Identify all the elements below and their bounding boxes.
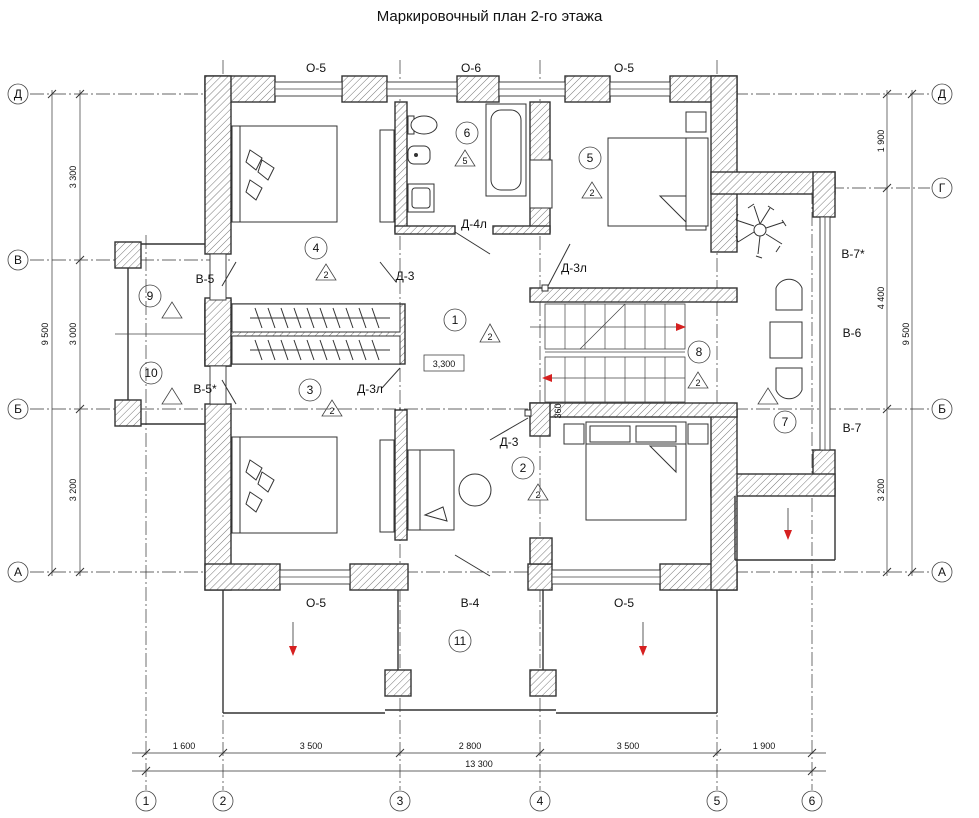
axis-label-b-right: Б [938,402,946,416]
window-label-o5-1: О-5 [306,61,326,75]
dim-bottom-total: 13 300 [465,759,493,769]
level-mark: 3,300 360 [423,354,563,419]
wardrobe [231,303,401,365]
axis-label-v-left: В [14,253,22,267]
door-labels: Д-3 Д-3л Д-4л Д-3л Д-3 [357,217,587,449]
dimensions-right: 1 900 4 400 3 200 9 500 [876,89,917,577]
window-label-o5-2: О-5 [614,61,634,75]
window-label-b7-star: В-7* [841,247,865,261]
room-number-9: 9 [147,289,154,303]
room-markers: 1 2 3 4 5 6 7 8 9 10 11 [138,121,797,653]
dim-right-total: 9 500 [901,323,911,346]
dimensions-bottom: 1 600 3 500 2 800 3 500 1 900 13 300 [132,741,826,776]
dim-left-1: 3 300 [68,166,78,189]
cabinet-upper [379,129,395,223]
drain-arrows [289,508,792,656]
armchair-room-2 [407,449,492,531]
finish-mark-room-8: 2 [695,378,700,388]
dim-right-1: 1 900 [876,130,886,153]
room-number-3: 3 [307,383,314,397]
room-number-1: 1 [452,313,459,327]
axis-label-d-left: Д [14,87,22,101]
door-swings [221,231,571,577]
finish-markers: 2 2 2 2 2 5 2 [161,149,779,501]
axis-labels-right: Д Г Б А [931,83,953,583]
room-7-furniture [735,203,803,400]
axis-label-6: 6 [809,794,816,808]
drawing-title: Маркировочный план 2-го этажа [376,8,603,25]
door-label-d3-2: Д-3 [500,435,519,449]
axis-label-g-right: Г [939,181,946,195]
window-labels: О-5 О-6 О-5 О-5 В-4 О-5 В-5 В-5* В-7* В-… [193,61,865,610]
plant-icon [735,203,787,259]
dim-bottom-3: 2 800 [459,741,482,751]
room-number-8: 8 [696,345,703,359]
door-label-d3l-1: Д-3л [357,382,383,396]
door-label-d3l-2: Д-3л [561,261,587,275]
room-number-6: 6 [464,126,471,140]
cabinet-lower [379,439,395,533]
room-number-2: 2 [520,461,527,475]
balcony-bottom [222,496,836,714]
axis-labels-left: Д В Б А [7,83,29,583]
grid-axes [30,60,930,790]
finish-mark-room-3: 2 [329,406,334,416]
room-number-5: 5 [587,151,594,165]
window-label-b4: В-4 [461,596,480,610]
level-value: 3,300 [433,359,456,369]
axis-label-a-right: А [938,565,946,579]
axis-label-4: 4 [537,794,544,808]
dimensions-left: 3 300 3 000 3 200 9 500 [40,89,85,577]
window-label-b6: В-6 [843,326,862,340]
bed-room-5 [607,111,709,231]
axis-label-5: 5 [714,794,721,808]
bathroom-fixtures [407,103,553,213]
bed-room-3 [231,436,338,534]
dim-bottom-1: 1 600 [173,741,196,751]
finish-mark-room-1: 2 [487,332,492,342]
stair-dimension: 360 [553,403,563,418]
door-label-d3-1: Д-3 [396,269,415,283]
balcony-left [114,241,205,427]
dim-left-total: 9 500 [40,323,50,346]
bed-room-2 [563,421,709,521]
window-label-b5-star: В-5* [193,382,217,396]
windows [209,81,831,585]
room-number-11: 11 [454,634,467,648]
dim-bottom-5: 1 900 [753,741,776,751]
finish-mark-room-5: 2 [589,188,594,198]
bed-room-4 [231,125,338,223]
axis-label-2: 2 [220,794,227,808]
window-label-o5-4: О-5 [614,596,634,610]
dim-bottom-2: 3 500 [300,741,323,751]
stairs [530,303,686,403]
window-label-b7: В-7 [843,421,862,435]
axis-label-1: 1 [143,794,150,808]
room-number-4: 4 [313,241,320,255]
axis-label-3: 3 [397,794,404,808]
axis-label-a-left: А [14,565,22,579]
window-label-o6: О-6 [461,61,481,75]
axis-label-b-left: Б [14,402,22,416]
axis-label-d-right: Д [938,87,946,101]
dim-right-3: 3 200 [876,479,886,502]
window-label-o5-3: О-5 [306,596,326,610]
dim-left-3: 3 200 [68,479,78,502]
window-label-b5: В-5 [196,272,215,286]
finish-mark-room-6: 5 [462,156,467,166]
room-number-10: 10 [144,366,158,380]
finish-mark-room-2: 2 [535,490,540,500]
dim-right-2: 4 400 [876,287,886,310]
dim-bottom-4: 3 500 [617,741,640,751]
room-number-7: 7 [782,415,789,429]
door-label-d4l: Д-4л [461,217,487,231]
axis-labels-bottom: 1 2 3 4 5 6 [135,790,823,812]
dim-left-2: 3 000 [68,323,78,346]
finish-mark-room-4: 2 [323,270,328,280]
